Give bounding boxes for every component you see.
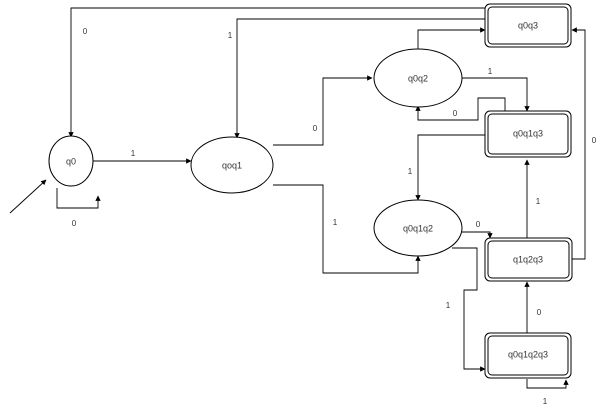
edge-label-q0q1q2q3-q1q2q3: 0 [537, 308, 542, 317]
edge-q0q2-to-q0q1q3: 1 [459, 67, 530, 112]
edge-q0q1q3-to-q0q2: 0 [415, 97, 506, 121]
nodes: q0 qoq1 q0q2 q0q1q2 q0q3 q0q1q3 q1q2q3 [48, 3, 573, 379]
state-label: qoq1 [222, 160, 242, 170]
state-q0q2: q0q2 [373, 48, 463, 108]
state-label: q0q1q3 [513, 128, 543, 138]
edge-label-q0-self: 0 [72, 219, 77, 228]
edge-label-qoq1-q0q1q2: 1 [333, 218, 338, 227]
edge-q0q3-to-qoq1: 1 [228, 18, 485, 139]
edge-q0q3-to-q0: 0 [68, 7, 485, 138]
edge-start-to-q0 [9, 179, 47, 214]
edge-label-q0q1q2-q1q2q3: 0 [476, 220, 481, 229]
edge-q0q2-to-q0q3 [417, 27, 486, 49]
edge-label-q0q1q3-q0q2: 0 [453, 109, 458, 118]
edge-qoq1-to-q0q2: 0 [273, 75, 373, 146]
edge-label-q0q1q3-q0q1q2: 1 [408, 167, 413, 176]
edge-label-q0-qoq1: 1 [131, 149, 136, 158]
edge-q0q1q2-to-q0q1q2q3: 1 [446, 247, 486, 372]
edge-label-q0q3-q0: 0 [83, 27, 88, 36]
state-q1q2q3: q1q2q3 [484, 237, 573, 282]
edge-label-q1q2q3-q0q3: 0 [592, 136, 597, 145]
edge-q1q2q3-to-q0q1q3: 1 [524, 159, 541, 238]
edge-label-qoq1-q0q2: 0 [313, 124, 318, 133]
state-q0q1q2q3: q0q1q2q3 [484, 332, 572, 379]
edge-q0q1q2q3-self-loop: 1 [526, 379, 569, 406]
edge-q0q1q2q3-to-q1q2q3: 0 [524, 281, 542, 333]
state-label: q0 [66, 156, 76, 166]
state-q0q3: q0q3 [484, 3, 572, 48]
edge-q1q2q3-to-q0q3: 0 [571, 27, 597, 260]
state-q0q1q2: q0q1q2 [373, 199, 463, 257]
state-label: q1q2q3 [513, 254, 543, 264]
edge-qoq1-to-q0q1q2: 1 [273, 184, 421, 274]
edge-q0-to-qoq1: 1 [92, 149, 192, 164]
state-label: q0q3 [518, 20, 538, 30]
edge-label-q1q2q3-q0q1q3: 1 [536, 197, 541, 206]
state-qoq1: qoq1 [190, 136, 274, 194]
edge-label-q0q1q2q3-self: 1 [543, 397, 548, 406]
state-q0q1q3: q0q1q3 [484, 110, 572, 158]
state-q0: q0 [48, 135, 94, 187]
edge-q0-self-loop: 0 [56, 188, 101, 228]
state-label: q0q2 [408, 73, 428, 83]
edge-label-q0q1q2-q0q1q2q3: 1 [446, 301, 451, 310]
edge-q0q1q3-to-q0q1q2: 1 [408, 134, 485, 201]
edge-label-q0q2-q0q1q3: 1 [488, 67, 493, 76]
state-label: q0q1q2q3 [508, 349, 548, 359]
edge-label-q0q3-qoq1: 1 [228, 31, 233, 40]
state-label: q0q1q2 [403, 223, 433, 233]
edge-q0q1q2-to-q1q2q3: 0 [462, 220, 493, 239]
edges: 0 1 0 1 1 0 1 0 [9, 7, 597, 406]
